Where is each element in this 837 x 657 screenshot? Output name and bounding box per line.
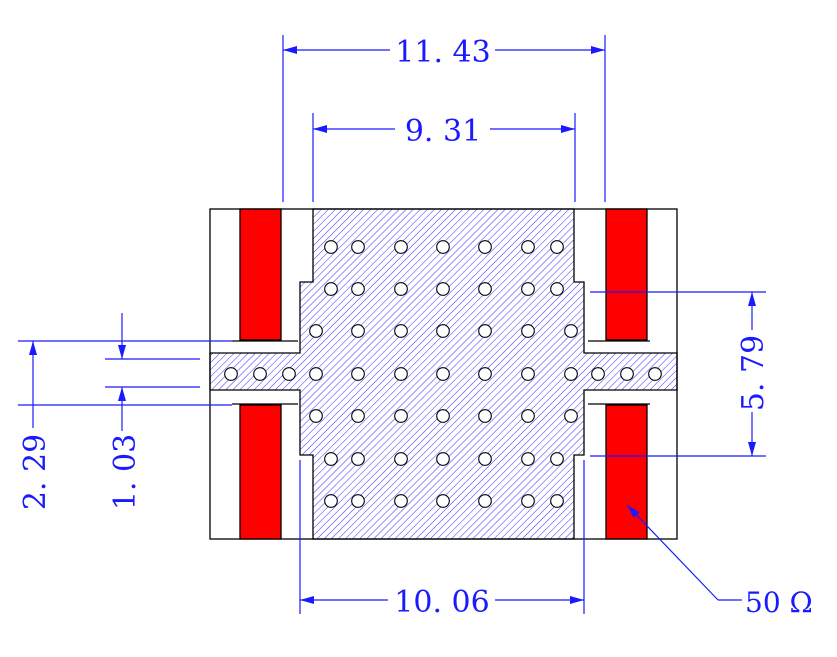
via-hole bbox=[351, 240, 365, 254]
dimension-right-height-label: 5. 79 bbox=[736, 335, 771, 411]
via-hole bbox=[478, 282, 492, 296]
via-hole bbox=[224, 367, 238, 381]
via-hole bbox=[436, 409, 450, 423]
via-hole bbox=[351, 367, 365, 381]
via-hole bbox=[478, 409, 492, 423]
via-hole bbox=[564, 367, 578, 381]
via-hole bbox=[282, 367, 296, 381]
via-hole bbox=[351, 452, 365, 466]
via-hole bbox=[620, 367, 634, 381]
via-hole bbox=[521, 367, 535, 381]
dimension-right-height: 5. 79 bbox=[590, 291, 771, 457]
via-hole bbox=[324, 282, 338, 296]
via-hole bbox=[324, 240, 338, 254]
via-hole bbox=[550, 452, 564, 466]
via-hole bbox=[253, 367, 267, 381]
via-hole bbox=[309, 409, 323, 423]
via-hole bbox=[521, 494, 535, 508]
via-hole bbox=[436, 494, 450, 508]
via-hole bbox=[478, 324, 492, 338]
via-hole bbox=[521, 282, 535, 296]
via-hole bbox=[436, 324, 450, 338]
via-array bbox=[224, 240, 662, 508]
dimension-left-outer-gap: 2. 29 bbox=[18, 340, 232, 510]
dimension-outer-width: 11. 43 bbox=[282, 35, 606, 202]
via-hole bbox=[324, 494, 338, 508]
via-hole bbox=[436, 240, 450, 254]
via-hole bbox=[648, 367, 662, 381]
via-hole bbox=[436, 452, 450, 466]
via-hole bbox=[564, 409, 578, 423]
via-hole bbox=[521, 409, 535, 423]
dimension-bottom-width: 10. 06 bbox=[299, 460, 585, 620]
via-hole bbox=[394, 367, 408, 381]
via-hole bbox=[550, 494, 564, 508]
via-hole bbox=[394, 324, 408, 338]
via-hole bbox=[351, 324, 365, 338]
via-hole bbox=[436, 367, 450, 381]
dimension-outer-width-label: 11. 43 bbox=[395, 35, 490, 70]
via-hole bbox=[436, 282, 450, 296]
via-hole bbox=[394, 452, 408, 466]
via-hole bbox=[309, 324, 323, 338]
via-hole bbox=[521, 240, 535, 254]
via-hole bbox=[478, 494, 492, 508]
via-hole bbox=[351, 494, 365, 508]
via-hole bbox=[521, 324, 535, 338]
via-hole bbox=[394, 240, 408, 254]
via-hole bbox=[591, 367, 605, 381]
dimension-inner-width: 9. 31 bbox=[312, 113, 576, 202]
via-hole bbox=[478, 367, 492, 381]
dimension-left-inner-gap-label: 1. 03 bbox=[108, 434, 143, 510]
via-hole bbox=[394, 409, 408, 423]
via-hole bbox=[564, 324, 578, 338]
via-hole bbox=[351, 282, 365, 296]
via-hole bbox=[550, 282, 564, 296]
via-hole bbox=[521, 452, 535, 466]
impedance-callout-label: 50 Ω bbox=[745, 586, 813, 619]
via-hole bbox=[324, 452, 338, 466]
via-hole bbox=[351, 409, 365, 423]
signal-pad-top-left bbox=[239, 208, 282, 341]
dimension-bottom-width-label: 10. 06 bbox=[394, 585, 489, 620]
signal-pad-bottom-left bbox=[239, 404, 282, 540]
dimension-inner-width-label: 9. 31 bbox=[405, 114, 481, 149]
dimension-left-inner-gap: 1. 03 bbox=[105, 313, 200, 510]
impedance-callout: 50 Ω bbox=[626, 504, 813, 619]
dimension-left-outer-gap-label: 2. 29 bbox=[18, 434, 53, 510]
via-hole bbox=[394, 494, 408, 508]
signal-pad-top-right bbox=[605, 208, 648, 341]
signal-pad-bottom-right bbox=[605, 404, 648, 540]
via-hole bbox=[394, 282, 408, 296]
via-hole bbox=[309, 367, 323, 381]
via-hole bbox=[550, 240, 564, 254]
via-hole bbox=[478, 452, 492, 466]
via-hole bbox=[478, 240, 492, 254]
